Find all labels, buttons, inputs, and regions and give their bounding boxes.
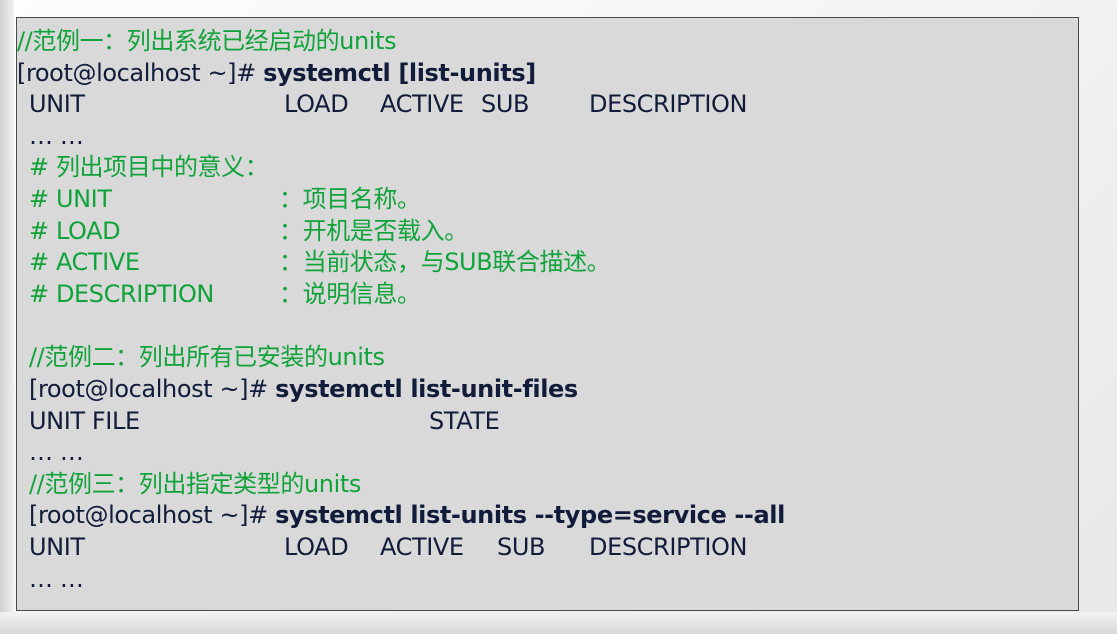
slide-left-edge	[0, 0, 14, 634]
col-unit: UNIT	[29, 90, 85, 119]
example1-output-header: UNIT LOAD ACTIVE SUB DESCRIPTION	[17, 89, 1078, 121]
shell-prompt: [root@localhost ~]#	[17, 58, 264, 87]
col-sub: SUB	[497, 532, 546, 561]
example3-comment: //范例三：列出指定类型的units	[29, 469, 361, 498]
meaning-key: # LOAD	[29, 216, 121, 245]
meaning-title: # 列出项目中的意义：	[29, 153, 269, 182]
example1-ellipsis: … …	[29, 121, 84, 150]
example2-output-header: UNIT FILE STATE	[17, 406, 1078, 438]
meaning-desc: ：项目名称。	[279, 184, 421, 213]
col-active: ACTIVE	[380, 90, 464, 119]
col-unit: UNIT	[29, 532, 85, 561]
shell-prompt: [root@localhost ~]#	[29, 501, 276, 530]
meaning-desc: ：开机是否载入。	[279, 216, 468, 245]
command-text: systemctl list-units --type=service --al…	[275, 501, 785, 530]
col-sub: SUB	[481, 90, 530, 119]
col-active: ACTIVE	[380, 532, 464, 561]
meaning-key: # ACTIVE	[29, 248, 140, 277]
example3-command-line: [root@localhost ~]# systemctl list-units…	[17, 500, 1078, 532]
code-block: //范例一：列出系统已经启动的units [root@localhost ~]#…	[16, 17, 1079, 611]
command-text: systemctl [list-units]	[263, 58, 536, 87]
meaning-desc: ：当前状态，与SUB联合描述。	[279, 248, 611, 277]
example3-ellipsis: … …	[29, 564, 84, 593]
meaning-key: # UNIT	[29, 184, 112, 213]
meaning-desc: ：说明信息。	[279, 279, 421, 308]
example2-comment: //范例二：列出所有已安装的units	[29, 343, 385, 372]
slide-bottom-edge	[0, 612, 1117, 634]
meaning-row-unit: # UNIT ：项目名称。	[17, 184, 1078, 216]
col-load: LOAD	[284, 90, 349, 119]
example1-command-line: [root@localhost ~]# systemctl [list-unit…	[17, 58, 1078, 90]
col-state: STATE	[429, 406, 500, 435]
blank-line	[17, 310, 1078, 342]
col-load: LOAD	[284, 532, 349, 561]
command-text: systemctl list-unit-files	[275, 374, 578, 403]
meaning-row-load: # LOAD ：开机是否载入。	[17, 216, 1078, 248]
shell-prompt: [root@localhost ~]#	[29, 374, 276, 403]
example3-output-header: UNIT LOAD ACTIVE SUB DESCRIPTION	[17, 532, 1078, 564]
example2-command-line: [root@localhost ~]# systemctl list-unit-…	[17, 374, 1078, 406]
meaning-row-active: # ACTIVE ：当前状态，与SUB联合描述。	[17, 247, 1078, 279]
meaning-row-description: # DESCRIPTION ：说明信息。	[17, 279, 1078, 311]
meaning-key: # DESCRIPTION	[29, 279, 214, 308]
col-description: DESCRIPTION	[589, 532, 748, 561]
col-description: DESCRIPTION	[589, 90, 748, 119]
col-unit-file: UNIT FILE	[29, 406, 140, 435]
example2-ellipsis: … …	[29, 438, 84, 467]
example1-comment: //范例一：列出系统已经启动的units	[17, 27, 397, 55]
